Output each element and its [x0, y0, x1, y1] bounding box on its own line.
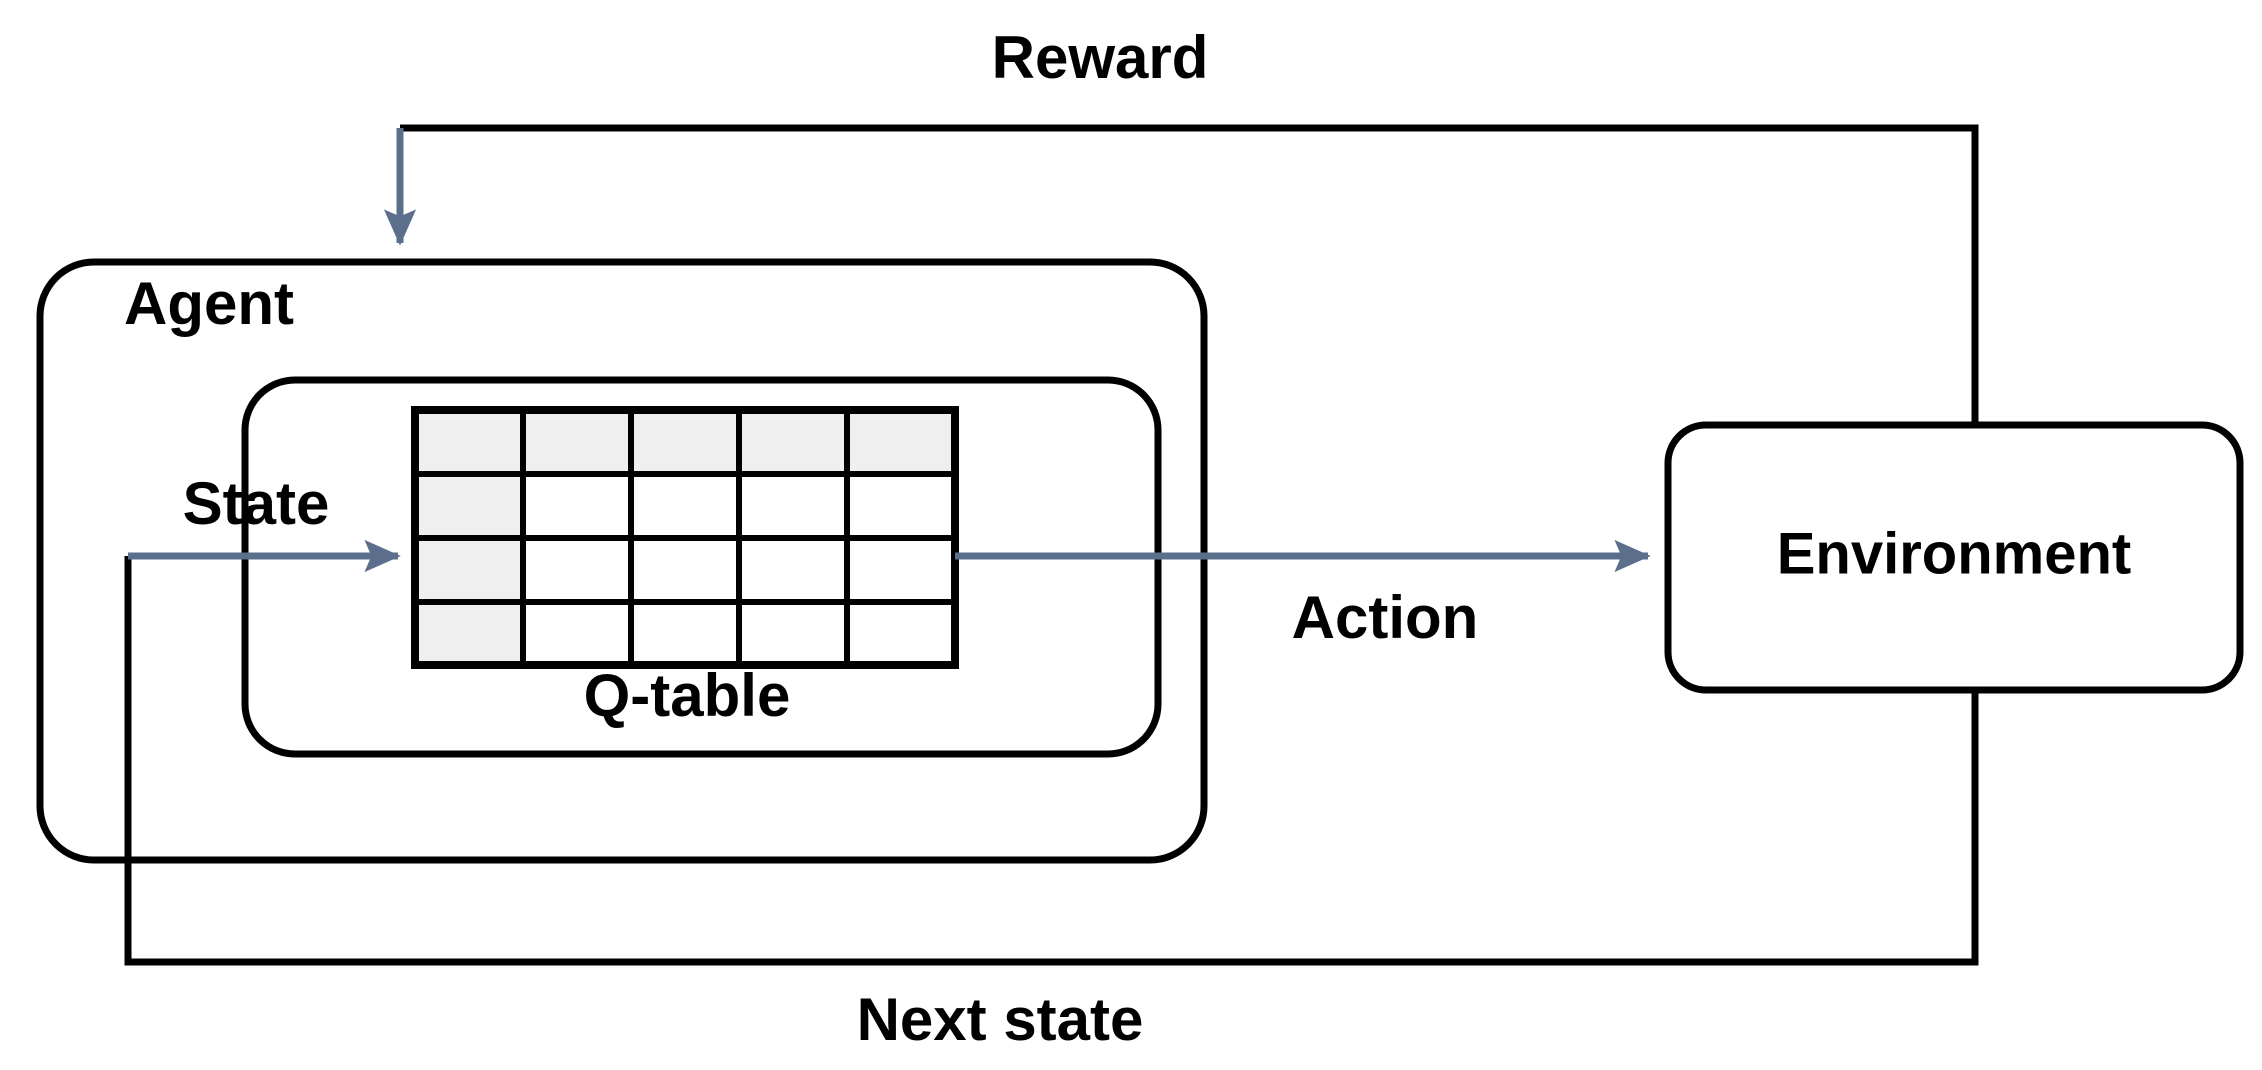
- qtable-cell-r3c3: [739, 602, 847, 664]
- qtable-cell-r0c3: [739, 412, 847, 474]
- qtable-cell-r2c4: [847, 538, 953, 602]
- state-label: State: [183, 470, 330, 537]
- qtable-outer-border: [411, 406, 959, 669]
- qtable-cell-r3c1: [523, 602, 631, 664]
- qtable-cell-r1c1: [523, 474, 631, 538]
- environment-label: Environment: [1777, 521, 2132, 586]
- qtable-grid[interactable]: [411, 406, 959, 669]
- qtable-cell-r2c0: [417, 538, 523, 602]
- qtable-cell-r3c0: [417, 602, 523, 664]
- environment-box: [1664, 421, 2244, 694]
- qtable-cell-r3c4: [847, 602, 953, 664]
- action-label: Action: [1292, 584, 1479, 651]
- agent-label: Agent: [124, 270, 294, 337]
- edge-action: Action: [955, 539, 1651, 651]
- qtable-cell-r3c2: [631, 602, 739, 664]
- qtable-cell-r1c2: [631, 474, 739, 538]
- qtable-cell-r2c3: [739, 538, 847, 602]
- qtable-cell-r1c4: [847, 474, 953, 538]
- node-qtable-container[interactable]: [241, 376, 1162, 758]
- edge-reward: [383, 124, 1979, 425]
- qtable-cell-r2c2: [631, 538, 739, 602]
- qtable-cell-r0c4: [847, 412, 953, 474]
- qtable-container-box: [241, 376, 1162, 758]
- reward-path: [400, 124, 1979, 425]
- edge-next-state: [124, 556, 1979, 966]
- node-environment[interactable]: Environment: [1664, 421, 2244, 694]
- qtable-cell-r1c3: [739, 474, 847, 538]
- edge-state: State: [128, 470, 401, 573]
- reward-label: Reward: [992, 24, 1209, 91]
- next-state-path: [124, 556, 1979, 966]
- qtable-cell-r0c1: [523, 412, 631, 474]
- qtable-cell-r0c2: [631, 412, 739, 474]
- qtable-cell-r2c1: [523, 538, 631, 602]
- qtable-cell-r1c0: [417, 474, 523, 538]
- qtable-caption: Q-table: [584, 662, 791, 729]
- qtable-cell-r0c0: [417, 412, 523, 474]
- agent-box: [36, 258, 1208, 864]
- node-agent[interactable]: Agent: [36, 258, 1208, 864]
- next-state-label: Next state: [857, 986, 1144, 1053]
